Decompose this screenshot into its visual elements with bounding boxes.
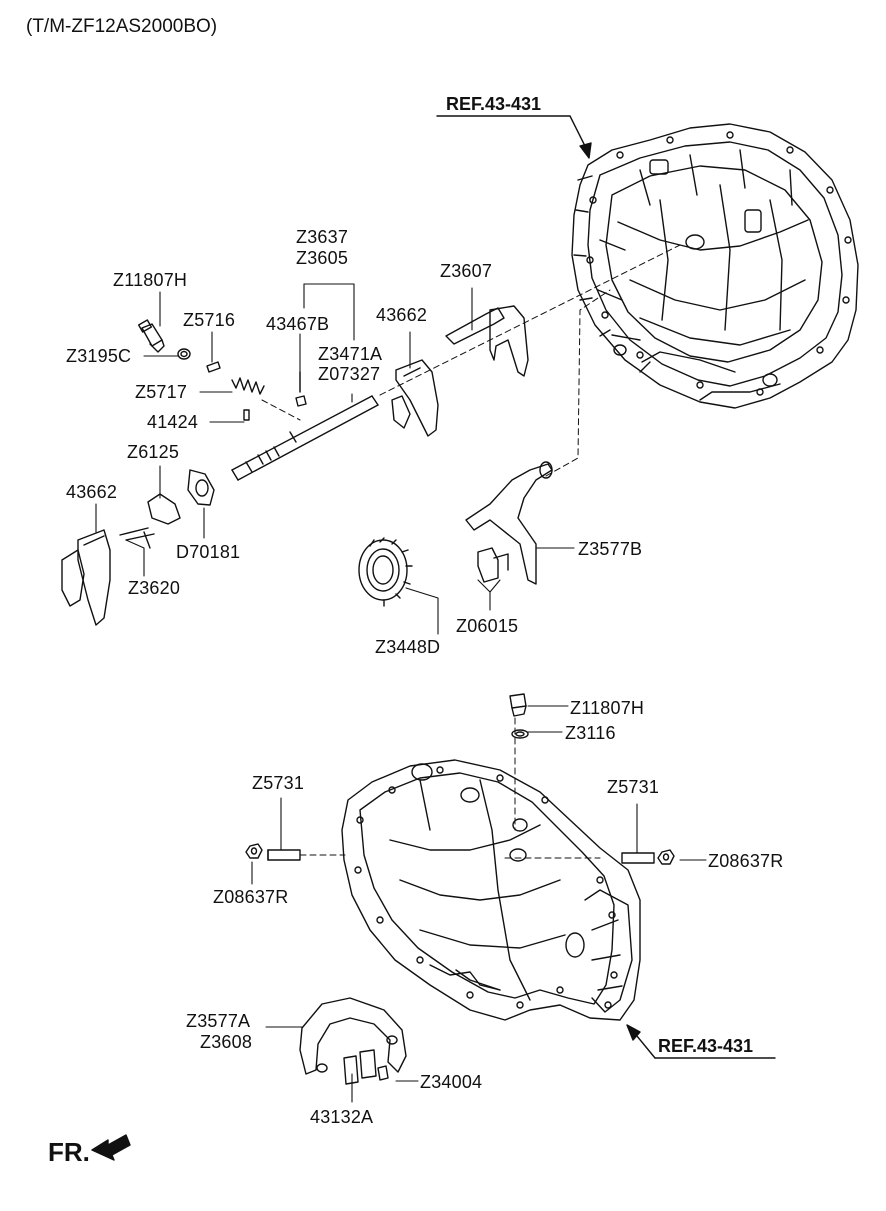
part-label[interactable]: Z11807H	[570, 698, 645, 718]
part-label[interactable]: Z07327	[318, 364, 381, 384]
part-label[interactable]: D70181	[176, 542, 241, 562]
part-label[interactable]: Z5731	[252, 773, 305, 793]
part-label[interactable]: Z3605	[296, 248, 349, 268]
reference-label[interactable]: REF.43-431	[658, 1036, 754, 1056]
part-label[interactable]: Z3607	[440, 261, 493, 281]
part-label[interactable]: 43467B	[266, 314, 330, 334]
front-indicator: FR.	[48, 1137, 90, 1167]
part-label[interactable]: Z3577B	[578, 539, 643, 559]
page-title: (T/M-ZF12AS2000BO)	[26, 16, 218, 37]
part-label[interactable]: 43662	[66, 482, 118, 502]
part-label[interactable]: Z08637R	[213, 887, 289, 907]
part-label[interactable]: Z5717	[135, 382, 188, 402]
part-label[interactable]: Z3608	[200, 1032, 253, 1052]
transmission-case-upper-icon	[571, 123, 859, 409]
part-label[interactable]: Z3577A	[186, 1011, 251, 1031]
part-label[interactable]: Z3195C	[66, 346, 132, 366]
sensor-icon	[137, 319, 165, 353]
part-label[interactable]: Z3448D	[375, 637, 441, 657]
part-label[interactable]: Z08637R	[708, 851, 784, 871]
part-label[interactable]: Z06015	[456, 616, 519, 636]
arrow-icon	[91, 1134, 131, 1161]
interlock-plate-icon	[187, 469, 215, 506]
reference-label[interactable]: REF.43-431	[446, 94, 542, 114]
synchronizer-ring-icon	[358, 537, 413, 607]
part-label[interactable]: Z3637	[296, 227, 349, 247]
part-label[interactable]: 43662	[376, 305, 428, 325]
part-label[interactable]: Z3471A	[318, 344, 383, 364]
transmission-case-lower-icon	[341, 759, 641, 1021]
part-label[interactable]: Z34004	[420, 1072, 483, 1092]
part-label[interactable]: Z6125	[127, 442, 180, 462]
part-label[interactable]: Z5731	[607, 777, 660, 797]
part-label[interactable]: 41424	[147, 412, 199, 432]
shift-fork-icon	[61, 529, 111, 626]
part-label[interactable]: 43132A	[310, 1107, 374, 1127]
part-label[interactable]: Z3620	[128, 578, 181, 598]
part-label[interactable]: Z5716	[183, 310, 236, 330]
part-label[interactable]: Z11807H	[113, 270, 188, 290]
part-label[interactable]: Z3116	[565, 723, 616, 743]
